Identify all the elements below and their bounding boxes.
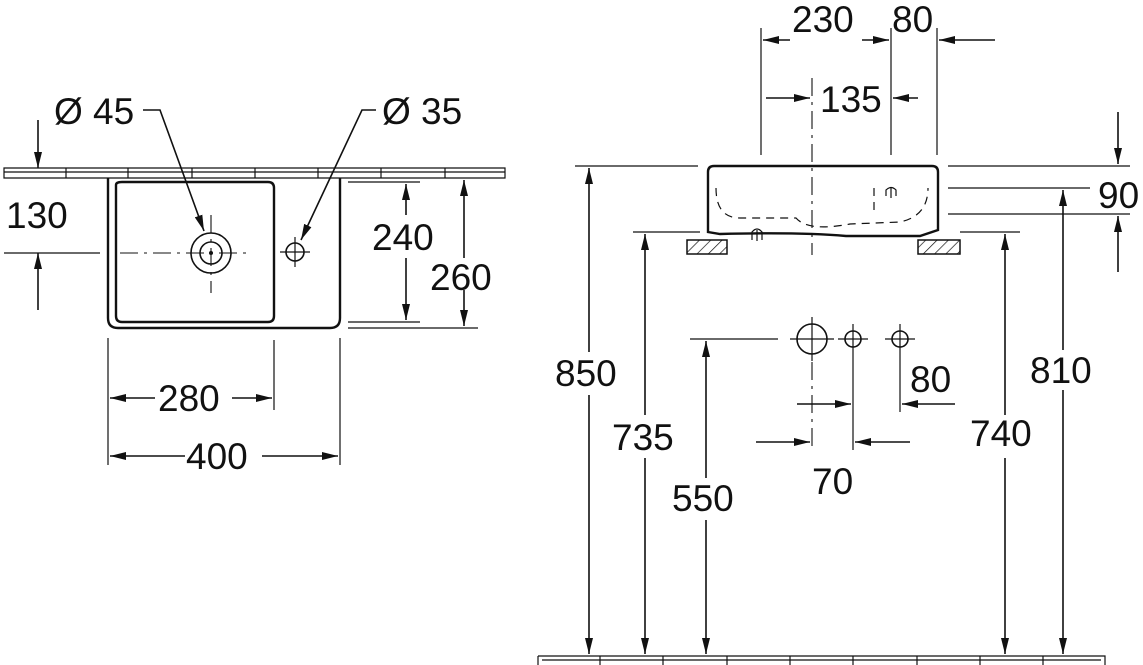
wall-connection-holes bbox=[790, 317, 915, 361]
basin-outline bbox=[106, 178, 342, 330]
dim-230: 230 bbox=[792, 0, 854, 40]
dim-740: 740 bbox=[970, 413, 1032, 454]
basin-profile bbox=[706, 164, 940, 238]
dim-280: 280 bbox=[158, 378, 220, 419]
dim-135: 135 bbox=[820, 79, 882, 120]
dim-260: 260 bbox=[430, 257, 492, 298]
side-view: 230 80 135 90 850 bbox=[537, 0, 1139, 665]
dim-70: 70 bbox=[812, 461, 853, 502]
diameter-45-label: Ø 45 bbox=[54, 91, 134, 132]
dim-400: 400 bbox=[186, 436, 248, 477]
plan-view: Ø 45 Ø 35 130 240 260 280 400 bbox=[3, 91, 506, 477]
bowl-outline bbox=[114, 180, 276, 324]
dim-90: 90 bbox=[1098, 175, 1139, 216]
wall-bracket-left bbox=[686, 239, 728, 255]
floor-tiles bbox=[537, 655, 1106, 665]
tap-hole bbox=[280, 237, 310, 267]
drain-hole bbox=[120, 215, 250, 293]
dim-735: 735 bbox=[612, 417, 674, 458]
diameter-35-label: Ø 35 bbox=[382, 91, 462, 132]
dim-850: 850 bbox=[555, 353, 617, 394]
dim-80-top: 80 bbox=[892, 0, 933, 40]
dim-240: 240 bbox=[372, 217, 434, 258]
dim-130: 130 bbox=[6, 195, 68, 236]
wall-bracket-right bbox=[917, 239, 961, 255]
dim-550: 550 bbox=[672, 478, 734, 519]
wall-tiles-top bbox=[3, 167, 506, 179]
dim-810: 810 bbox=[1030, 350, 1092, 391]
dim-80-spacing: 80 bbox=[910, 359, 951, 400]
